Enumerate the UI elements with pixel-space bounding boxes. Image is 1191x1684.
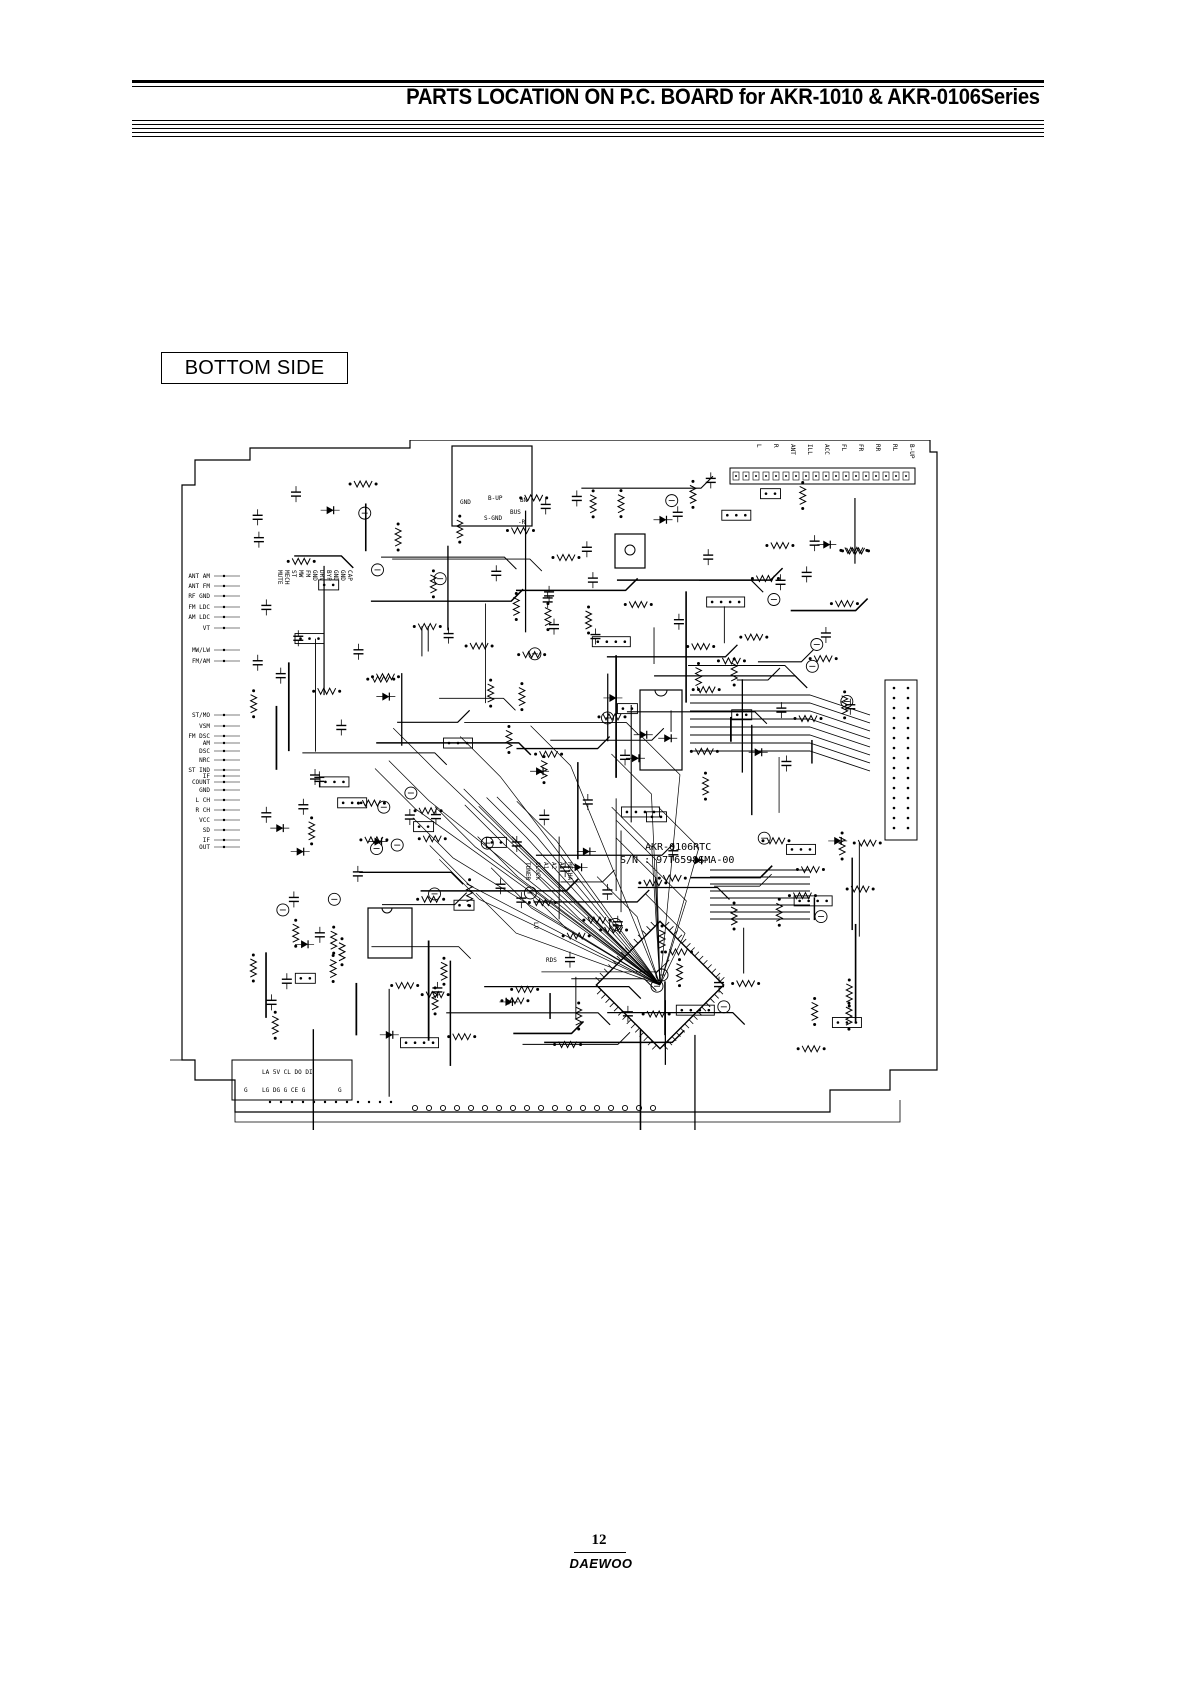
misc-label-6: DRV	[318, 570, 325, 581]
right-connector	[884, 679, 918, 841]
ic-left-soic	[367, 907, 413, 959]
left-connector-label: ST IND	[188, 767, 210, 774]
left-connector-label: FM DSC	[188, 733, 210, 740]
module-label-bup: B-UP	[488, 495, 503, 502]
left-connector-label: OUT	[199, 844, 210, 851]
left-connector-label: GND	[199, 787, 210, 794]
left-connector-label: COUNT	[192, 779, 210, 786]
misc-label-4: FM	[304, 570, 311, 578]
board-serial-text: S/N : 97T6598SMA-00	[620, 855, 734, 866]
top-connector-label: FR	[857, 444, 864, 452]
bottom-g-label-left: G	[244, 1087, 248, 1094]
left-connector-label: AM	[203, 740, 211, 747]
label-rds: RDS	[546, 957, 557, 964]
label-a2: A2	[550, 862, 557, 870]
left-connector-label: MW/LW	[192, 647, 210, 654]
left-connector-label: ST/MO	[192, 712, 210, 719]
left-connector-label: RF GND	[188, 593, 210, 600]
module-label-bn: BN	[520, 497, 528, 504]
left-connector-label: L CH	[196, 797, 211, 804]
page-number: 12	[591, 1532, 607, 1548]
page-number-rule	[574, 1552, 626, 1553]
pcb-bottom-side-diagram: GND B-UP BN S-GND BUS -R B-UPRLRRFRFLACC…	[170, 440, 938, 1130]
center-vertical-labels: MECHA A3 A2 A1 CLOCK TUNER LV RDS	[524, 862, 573, 964]
label-clock: CLOCK	[534, 862, 541, 880]
ic-top-small	[614, 533, 646, 569]
pcb-traces	[265, 475, 871, 1130]
left-connector-label: R CH	[196, 807, 211, 814]
left-connector-labels: ANT AM ANT FM RF GND FM LDC AM LDC VT MW/LW FM/…	[188, 573, 240, 851]
left-connector-label: SD	[203, 827, 211, 834]
section-label: BOTTOM SIDE	[161, 352, 348, 384]
left-connector-label: FM/AM	[192, 658, 210, 665]
header-rule-bottom-4	[132, 132, 1044, 133]
misc-label-7: BYP	[325, 570, 332, 581]
bus-module: GND B-UP BN S-GND BUS -R	[451, 445, 533, 527]
misc-label-1: MECH	[283, 570, 290, 585]
top-left-vertical-labels: MUTE MECH ST MW FM GND DRV BYP GND GND C…	[276, 570, 353, 585]
top-connector-label: RR	[874, 444, 881, 452]
header-rules	[132, 80, 1044, 140]
misc-label-5: GND	[311, 570, 318, 581]
top-connector-label: B-UP	[908, 444, 915, 459]
bottom-connector: LA 5V CL DO DI LG DG G CE G G G	[231, 1059, 353, 1101]
misc-label-9: GND	[339, 570, 346, 581]
board-model-text: AKR-0106RTC	[645, 842, 711, 853]
board-outline	[170, 440, 938, 1123]
header-rule-bottom-1	[132, 120, 1044, 121]
bottom-connector-bottom-labels: LG DG G CE G	[262, 1087, 306, 1094]
left-connector-label: ANT AM	[188, 573, 210, 580]
label-mecha: MECHA	[566, 862, 573, 880]
left-connector-label: IF	[203, 773, 211, 780]
header-rule-top-thin	[132, 86, 1044, 87]
top-connector-label: FL	[840, 444, 847, 452]
left-connector-label: DSC	[199, 748, 210, 755]
left-connector-label: VSM	[199, 723, 210, 730]
top-connector-label: R	[772, 444, 779, 448]
left-connector-label: ANT FM	[188, 583, 210, 590]
left-connector-label: IF	[203, 837, 211, 844]
misc-label-3: MW	[297, 570, 304, 578]
page-title: PARTS LOCATION ON P.C. BOARD for AKR-101…	[406, 84, 1040, 109]
header-rule-bottom-2	[132, 124, 1044, 125]
top-connector-label: RL	[891, 444, 898, 452]
ic-qfp-main	[595, 920, 725, 1050]
pcb-components	[249, 472, 882, 1053]
ic-center-dip	[639, 689, 683, 771]
misc-label-2: ST	[290, 570, 297, 578]
header-rule-bottom-3	[132, 128, 1044, 129]
brand-logo: DAEWOO	[569, 1556, 633, 1571]
header-rule-top	[132, 80, 1044, 83]
label-tuner: TUNER	[524, 862, 531, 880]
left-connector-label: NRC	[199, 757, 210, 764]
left-connector-label: VCC	[199, 817, 210, 824]
label-a3: A3	[558, 862, 565, 870]
label-a1: A1	[542, 862, 549, 870]
header-rule-bottom-5	[132, 136, 1044, 137]
module-label-bus: BUS	[510, 509, 521, 516]
bottom-connector-top-labels: LA 5V CL DO DI	[262, 1069, 313, 1076]
bottom-g-label-right: G	[338, 1087, 342, 1094]
top-connector-label: ANT	[789, 444, 796, 455]
misc-label-8: GND	[332, 570, 339, 581]
left-connector-label: AM LDC	[188, 614, 210, 621]
misc-label-0: MUTE	[276, 570, 283, 585]
module-label-sgnd: S-GND	[484, 515, 502, 522]
top-connector-label: L	[755, 444, 762, 448]
module-label-r: -R	[518, 519, 526, 526]
bottom-edge-pads	[268, 1100, 657, 1112]
left-connector-label: FM LDC	[188, 604, 210, 611]
top-connector-label: ILL	[806, 444, 813, 455]
module-label-gnd: GND	[460, 499, 471, 506]
label-lv: LV	[532, 922, 539, 930]
top-connector-label: ACC	[823, 444, 830, 455]
misc-label-10: CAP	[346, 570, 353, 581]
left-connector-label: VT	[203, 625, 211, 632]
